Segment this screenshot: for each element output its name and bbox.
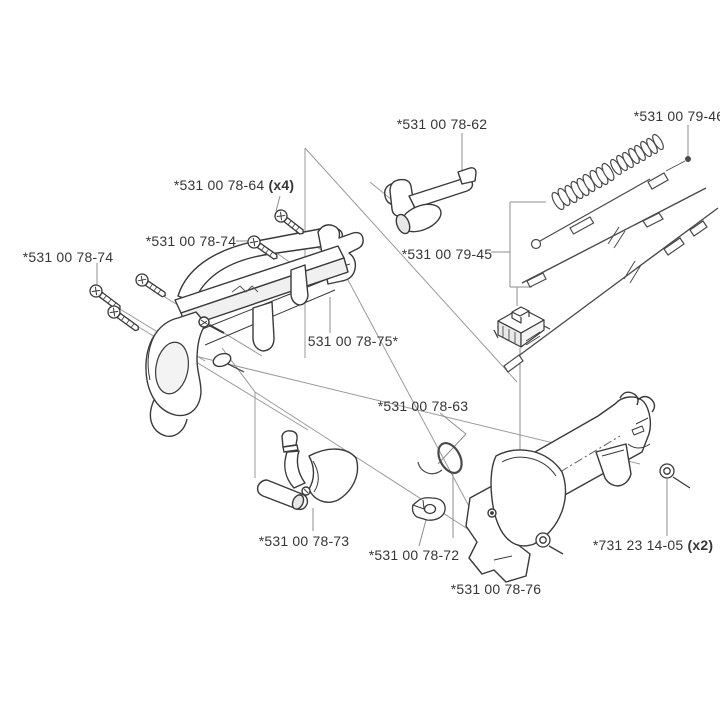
screw-drawing-2 <box>247 235 278 260</box>
nut-drawing-right <box>659 463 691 489</box>
part-label-531-00-78-64: *531 00 78-64 (x4) <box>173 177 295 193</box>
quantity-badge: (x2) <box>687 537 714 553</box>
part-label-531-00-78-62: *531 00 78-62 <box>396 116 488 132</box>
part-label-531-00-78-74-upper: *531 00 78-74 <box>145 233 237 249</box>
cable-sleeve-a <box>551 162 615 211</box>
throttle-trigger-drawing <box>384 167 477 235</box>
part-label-531-00-79-46: *531 00 79-46 <box>633 108 720 124</box>
part-label-731-23-14-05: *731 23 14-05 (x2) <box>592 537 714 553</box>
throttle-cable-upper <box>530 156 691 250</box>
cable-adjuster-drawing <box>493 306 551 348</box>
part-label-531-00-78-74-left: *531 00 78-74 <box>22 249 114 265</box>
lower-housing-drawing <box>465 391 656 583</box>
quantity-badge: (x4) <box>268 177 295 193</box>
nut-drawing-left <box>535 532 564 555</box>
cable-clamp-drawing <box>256 430 359 511</box>
part-label-531-00-78-72: *531 00 78-72 <box>368 547 460 563</box>
screw-drawing-5 <box>107 305 139 332</box>
part-label-531-00-79-45: *531 00 79-45 <box>401 246 493 262</box>
throttle-cable-pair <box>503 187 719 373</box>
screw-drawing-3 <box>135 273 166 298</box>
part-label-531-00-78-75: 531 00 78-75* <box>307 333 399 349</box>
upper-housing-drawing <box>145 224 364 437</box>
cable-sleeve-b <box>610 133 664 176</box>
ring-drawing <box>417 442 463 475</box>
clip-drawing <box>411 497 446 521</box>
part-label-531-00-78-76: *531 00 78-76 <box>450 581 542 597</box>
part-label-531-00-78-73: *531 00 78-73 <box>258 533 350 549</box>
cable-assembly-drawing <box>503 133 719 373</box>
screw-drawing-1 <box>274 209 304 235</box>
part-label-531-00-78-63: *531 00 78-63 <box>377 398 469 414</box>
